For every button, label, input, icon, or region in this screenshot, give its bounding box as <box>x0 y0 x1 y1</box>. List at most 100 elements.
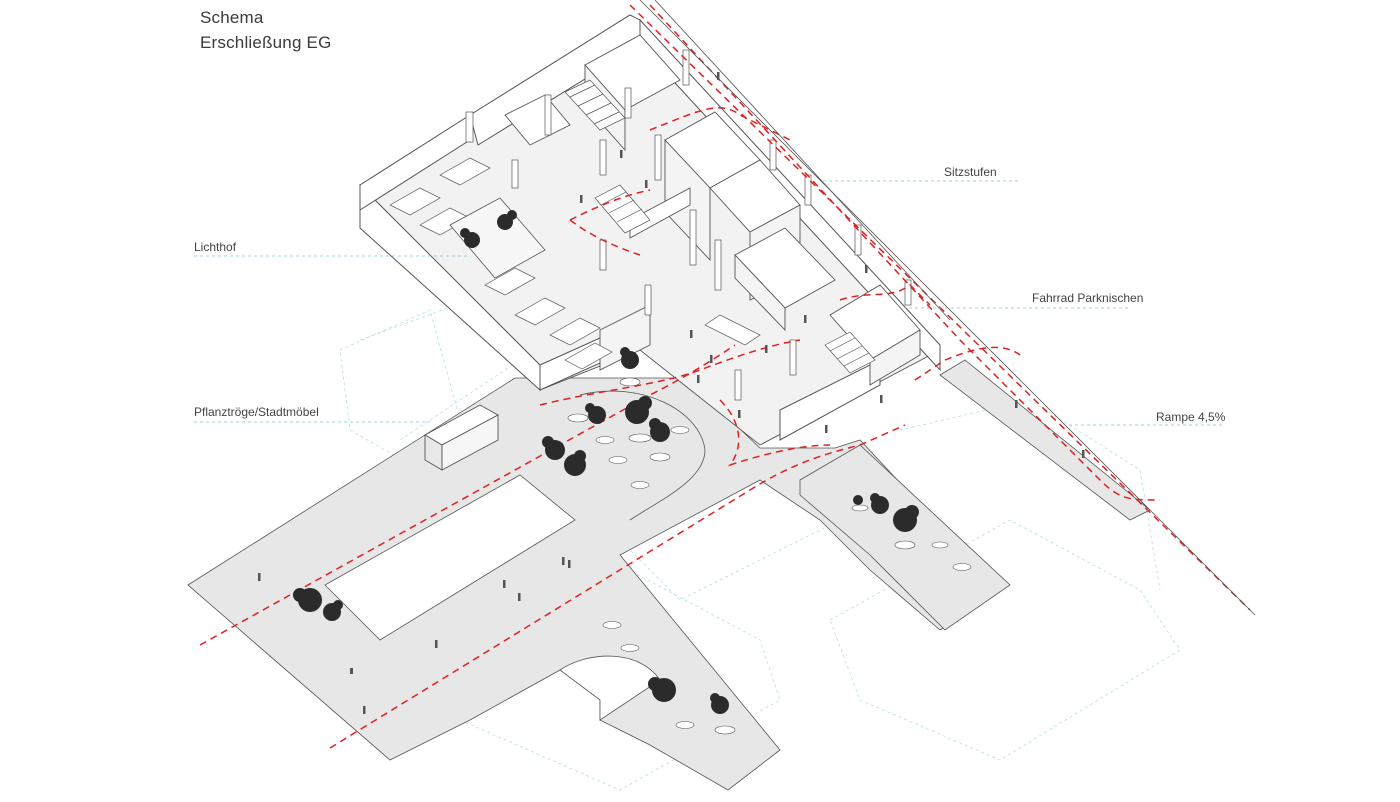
planter <box>608 456 628 464</box>
path-building-loop <box>569 189 651 256</box>
tree <box>893 505 919 532</box>
planter <box>649 452 671 462</box>
kiosk-front <box>441 414 499 471</box>
person <box>690 330 693 338</box>
column <box>854 224 862 256</box>
column <box>904 279 912 306</box>
label-sitzstufen: Sitzstufen <box>944 165 997 179</box>
planter <box>620 644 640 652</box>
plaza-arc <box>579 390 706 521</box>
person <box>697 375 700 383</box>
tree <box>293 588 322 612</box>
column <box>789 339 797 376</box>
path-east-curve <box>719 399 831 467</box>
stairs <box>564 79 876 374</box>
planter <box>675 721 695 729</box>
kiosk-box <box>424 404 499 471</box>
planter <box>630 481 650 489</box>
person <box>435 640 438 648</box>
person <box>1015 400 1018 408</box>
columns <box>465 49 912 401</box>
column <box>769 139 777 171</box>
lichthof-void <box>449 197 546 279</box>
planter <box>952 563 972 571</box>
tree <box>870 493 889 514</box>
column <box>654 134 662 181</box>
column <box>734 369 742 401</box>
wall-south-east <box>779 359 881 441</box>
column <box>682 49 690 86</box>
stair-south <box>704 314 761 346</box>
path-east-entrance <box>839 284 931 306</box>
street-edge <box>654 0 951 321</box>
desks <box>389 157 613 370</box>
person <box>865 265 868 273</box>
person <box>620 150 623 158</box>
tree <box>853 495 863 505</box>
leader-lines <box>194 180 1222 426</box>
planter <box>894 540 916 550</box>
stair-north-steps <box>569 84 620 125</box>
column <box>714 239 722 291</box>
person <box>580 195 583 203</box>
tree <box>710 693 729 714</box>
people <box>258 72 1085 714</box>
street-ramp <box>939 359 1151 521</box>
column <box>689 209 697 266</box>
diagram-title-line2: Erschließung EG <box>200 33 332 52</box>
courtyard-void <box>324 474 576 641</box>
column <box>599 239 607 271</box>
person <box>804 315 807 323</box>
column <box>804 174 812 206</box>
tree <box>460 228 480 248</box>
path-rampe-approach <box>914 346 1021 381</box>
tree <box>620 347 639 369</box>
diagram-title-line1: Schema <box>200 8 264 27</box>
label-rampe: Rampe 4,5% <box>1156 410 1226 424</box>
person <box>880 395 883 403</box>
partition-mid <box>629 187 691 239</box>
planter <box>628 433 652 443</box>
path-east-street <box>629 4 1251 611</box>
person <box>350 668 353 674</box>
tree <box>323 600 343 621</box>
path-interior-north <box>649 107 791 141</box>
street-edge <box>639 0 1256 616</box>
planter <box>714 725 736 735</box>
trees <box>293 210 919 714</box>
street-edges <box>639 0 1256 616</box>
person <box>363 706 366 714</box>
person <box>765 345 768 353</box>
person <box>738 410 741 418</box>
stair-mid <box>594 184 651 234</box>
person <box>568 560 571 568</box>
label-pflanztroege: Pflanztröge/Stadtmöbel <box>194 405 319 419</box>
circulation-paths <box>199 4 1251 749</box>
person <box>645 180 648 188</box>
tree <box>648 677 676 702</box>
column <box>624 87 632 119</box>
block-west-room <box>504 94 571 146</box>
stair-east-steps <box>829 337 870 367</box>
person <box>503 580 506 588</box>
label-lichthof: Lichthof <box>194 240 237 254</box>
person <box>562 557 565 565</box>
column <box>465 111 474 143</box>
planter <box>567 413 589 423</box>
tree <box>564 450 586 476</box>
person <box>518 593 521 601</box>
path-south-diagonal <box>329 424 906 749</box>
column <box>644 284 652 316</box>
person <box>717 72 720 80</box>
desk-row <box>514 297 566 326</box>
planters <box>567 377 972 735</box>
desk-row <box>484 267 536 296</box>
person <box>258 573 261 581</box>
context-building-east-b <box>899 399 1161 591</box>
desk-row <box>549 317 601 346</box>
planter <box>931 541 949 549</box>
path-east-street-2 <box>649 4 1161 501</box>
path-main-diagonal <box>199 344 736 646</box>
